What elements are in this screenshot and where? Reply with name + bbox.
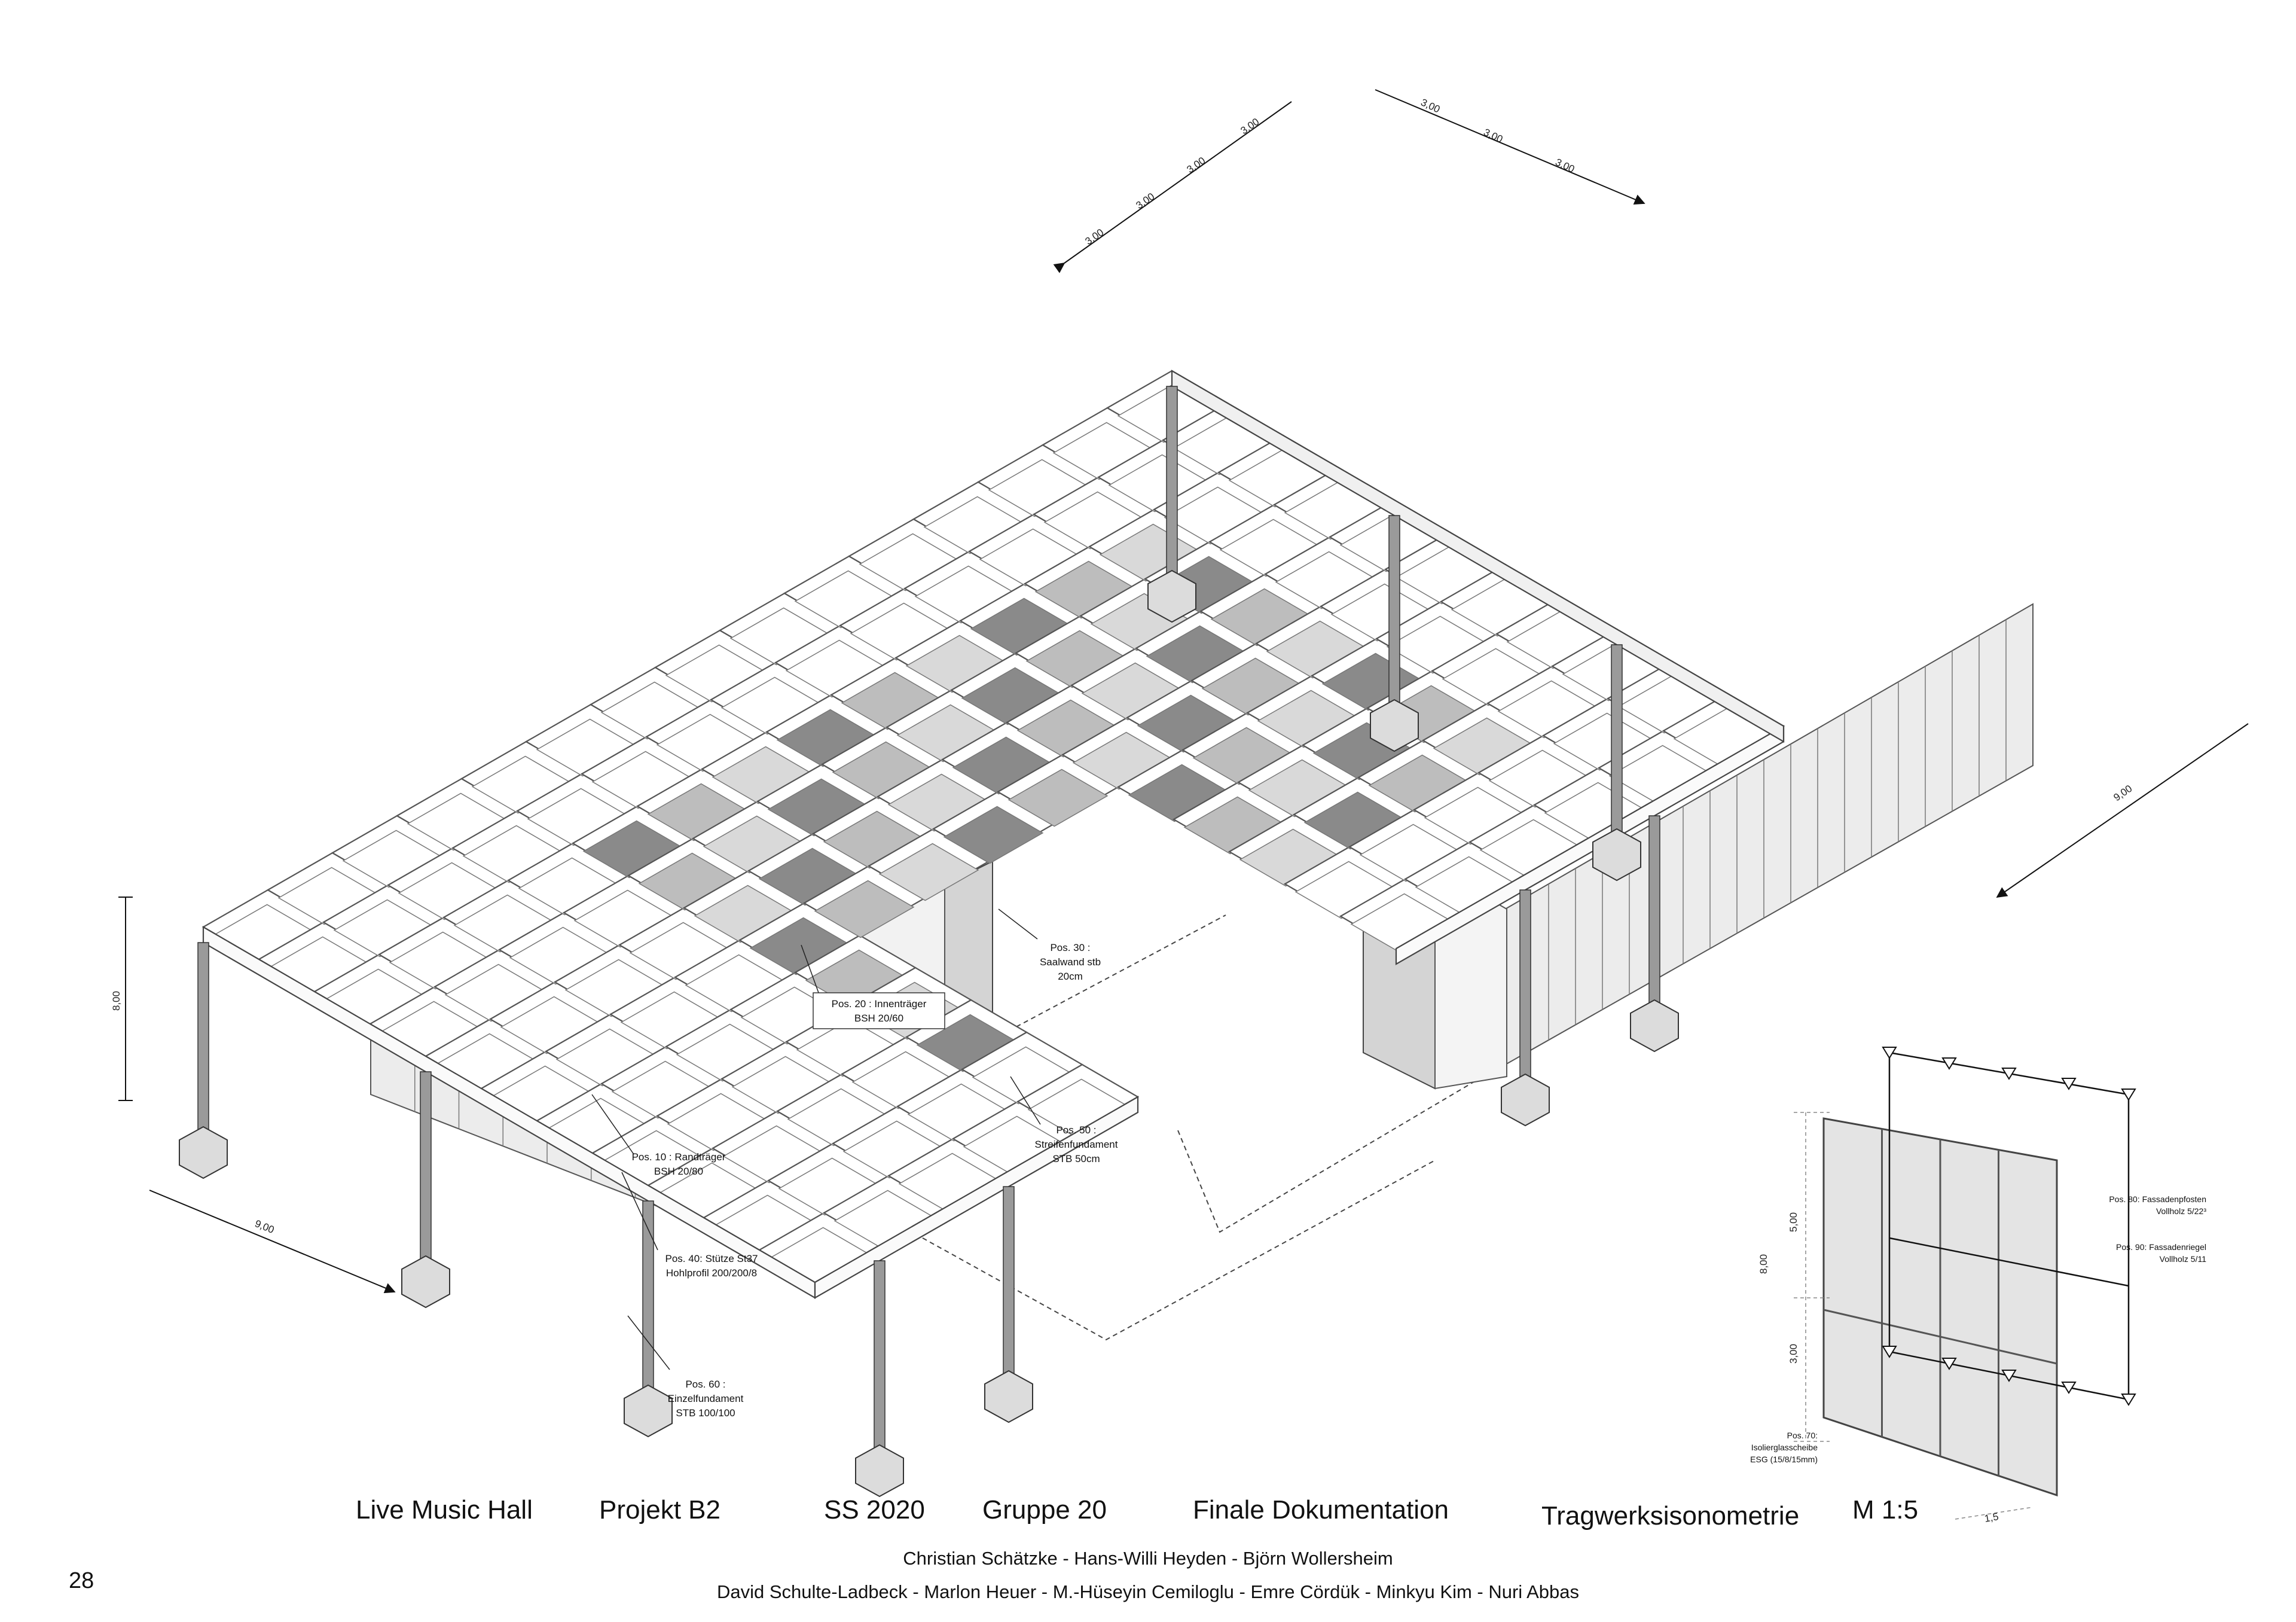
svg-text:20cm: 20cm <box>1058 971 1083 982</box>
label-pos10: Pos. 10 : Randträger BSH 20/80 <box>632 1151 726 1177</box>
svg-text:Pos. 30 :: Pos. 30 : <box>1050 942 1090 953</box>
footer-authors-2: David Schulte-Ladbeck - Marlon Heuer - M… <box>717 1581 1579 1602</box>
dim-top-left-4: 3,00 <box>1238 116 1261 137</box>
svg-text:Pos. 50 :: Pos. 50 : <box>1056 1124 1096 1136</box>
dim-height-left: 8,00 <box>111 991 122 1011</box>
footer-sheet: Tragwerksisonometrie <box>1541 1501 1800 1530</box>
column <box>1519 889 1531 1088</box>
svg-text:STB 100/100: STB 100/100 <box>676 1407 735 1419</box>
detail-dim-width: 1,5 <box>1983 1511 1999 1525</box>
svg-text:BSH 20/60: BSH 20/60 <box>854 1013 903 1024</box>
svg-text:Hohlprofil 200/200/8: Hohlprofil 200/200/8 <box>666 1267 757 1279</box>
column <box>1166 386 1178 584</box>
column-footing <box>624 1384 673 1438</box>
column-footing <box>1630 999 1679 1053</box>
dim-top-left-2: 3,00 <box>1134 191 1156 212</box>
column <box>420 1071 432 1270</box>
footer-project: Live Music Hall <box>356 1495 533 1525</box>
roof-pane <box>943 806 1044 864</box>
svg-text:Pos. 40: Stütze St37: Pos. 40: Stütze St37 <box>665 1253 758 1264</box>
svg-text:ESG (15/8/15mm): ESG (15/8/15mm) <box>1750 1455 1818 1464</box>
roof-pane <box>878 843 979 901</box>
label-pos50: Pos. 50 : Streifenfundament STB 50cm <box>1035 1124 1118 1164</box>
footer-semester: SS 2020 <box>824 1495 925 1525</box>
label-pos30: Pos. 30 : Saalwand stb 20cm <box>1040 942 1101 982</box>
dim-top-left-1: 3,00 <box>1083 227 1106 248</box>
column <box>1611 644 1623 843</box>
svg-text:BSH 20/80: BSH 20/80 <box>654 1166 703 1177</box>
svg-text:Streifenfundament: Streifenfundament <box>1035 1139 1118 1150</box>
detail-dim-height: 8,00 <box>1758 1254 1769 1274</box>
column <box>874 1260 886 1459</box>
steel-columns <box>179 386 1679 1498</box>
svg-text:Saalwand stb: Saalwand stb <box>1040 956 1101 968</box>
column-footing <box>1592 828 1641 882</box>
svg-text:Pos. 10 : Randträger: Pos. 10 : Randträger <box>632 1151 726 1163</box>
column-footing <box>179 1126 228 1179</box>
footer-authors-1: Christian Schätzke - Hans-Willi Heyden -… <box>903 1548 1393 1569</box>
svg-text:Pos. 20 : Innenträger: Pos. 20 : Innenträger <box>832 998 927 1010</box>
footer-group: Gruppe 20 <box>982 1495 1107 1525</box>
detail-dim-lower: 3,00 <box>1788 1344 1799 1364</box>
svg-text:Pos. 80: Fassadenpfosten: Pos. 80: Fassadenpfosten <box>2109 1194 2206 1204</box>
detail-dim-upper: 5,00 <box>1788 1212 1799 1232</box>
facade-detail: 8,00 5,00 3,00 1,5 Pos. 80: Fassadenpfos… <box>1750 1047 2206 1525</box>
svg-text:Vollholz 5/22³: Vollholz 5/22³ <box>2156 1206 2206 1216</box>
dimension-lines <box>118 89 2249 1294</box>
roof-pane <box>814 880 915 938</box>
svg-text:Vollholz 5/11: Vollholz 5/11 <box>2160 1254 2207 1264</box>
edge-beam-front-a <box>814 1096 1139 1299</box>
column-footing <box>1370 699 1419 752</box>
roof-beam-grid <box>201 370 1785 1299</box>
label-pos40: Pos. 40: Stütze St37 Hohlprofil 200/200/… <box>665 1253 758 1279</box>
footer-scale: M 1:5 <box>1852 1495 1919 1525</box>
roof-pane <box>1007 769 1109 827</box>
page-number: 28 <box>69 1568 94 1593</box>
dim-top-right-3: 3,00 <box>1553 156 1576 175</box>
label-pos90: Pos. 90: Fassadenriegel Vollholz 5/11 <box>2116 1242 2206 1264</box>
column-footing <box>1147 569 1196 623</box>
svg-text:Pos. 60 :: Pos. 60 : <box>685 1379 725 1390</box>
label-pos20: Pos. 20 : Innenträger BSH 20/60 <box>813 992 945 1029</box>
dim-bottom-left: 9,00 <box>254 1218 276 1236</box>
column <box>1388 515 1400 714</box>
column-footing <box>984 1370 1033 1423</box>
label-pos60: Pos. 60 : Einzelfundament STB 100/100 <box>668 1379 744 1419</box>
column <box>197 942 209 1141</box>
label-pos70: Pos. 70: Isolierglasscheibe ESG (15/8/15… <box>1750 1431 1818 1464</box>
column-footing <box>401 1255 450 1309</box>
column <box>1003 1186 1015 1385</box>
label-pos80: Pos. 80: Fassadenpfosten Vollholz 5/22³ <box>2109 1194 2206 1216</box>
svg-text:STB 50cm: STB 50cm <box>1052 1153 1100 1164</box>
facade-glazing-right <box>1494 603 2034 1072</box>
svg-text:Pos. 90: Fassadenriegel: Pos. 90: Fassadenriegel <box>2116 1242 2206 1252</box>
svg-text:Pos. 70:: Pos. 70: <box>1787 1431 1818 1440</box>
column-footing <box>1501 1073 1550 1127</box>
footer-code: Projekt B2 <box>599 1495 720 1525</box>
svg-text:Isolierglasscheibe: Isolierglasscheibe <box>1751 1443 1818 1452</box>
column-footing <box>855 1444 904 1498</box>
column <box>1648 815 1660 1014</box>
dim-right-side: 9,00 <box>2111 783 2134 804</box>
edge-beam-right <box>1171 370 1785 743</box>
column <box>642 1200 654 1399</box>
dim-top-left-3: 3,00 <box>1184 155 1207 176</box>
footer-phase: Finale Dokumentation <box>1193 1495 1449 1525</box>
svg-text:Einzelfundament: Einzelfundament <box>668 1393 744 1404</box>
